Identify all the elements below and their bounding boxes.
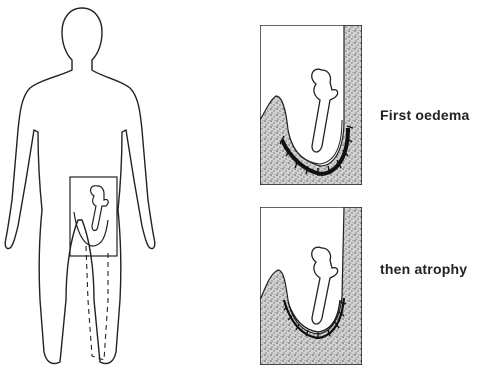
femur-small <box>91 186 109 231</box>
missing-leg-dashed <box>86 246 108 360</box>
panel-oedema <box>260 25 362 185</box>
stump-outline <box>74 212 108 246</box>
stage-label-atrophy: then atrophy <box>380 261 467 277</box>
body-outline <box>5 8 155 364</box>
panel-atrophy <box>260 207 362 365</box>
stage-label-oedema: First oedema <box>380 107 470 123</box>
